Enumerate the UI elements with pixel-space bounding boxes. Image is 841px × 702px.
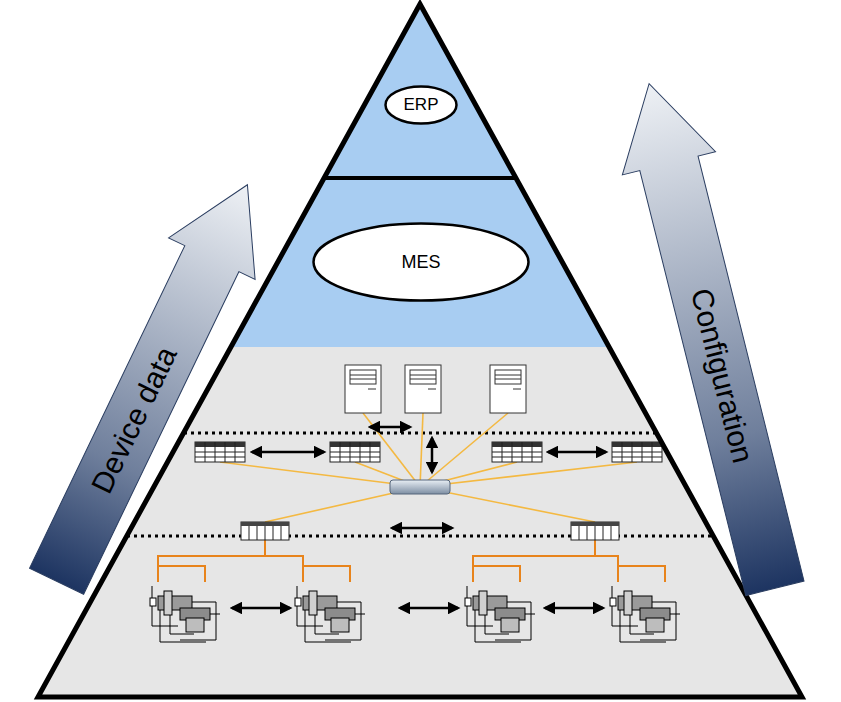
plc-icon — [241, 522, 289, 540]
server-icon — [405, 365, 441, 413]
network-links — [220, 413, 637, 522]
network-switch — [390, 480, 450, 494]
machine-icon — [610, 586, 680, 642]
field-wiring — [158, 540, 665, 582]
mes-ellipse: MES — [312, 222, 530, 302]
machine-icon — [465, 586, 535, 642]
exchange-arrows-part — [392, 527, 452, 530]
table-icon — [330, 442, 380, 462]
arrow-label: Configuration — [684, 285, 761, 466]
exchange-arrows-part — [545, 607, 603, 610]
network-links-part — [420, 462, 637, 487]
text-holder: ERP — [384, 85, 458, 125]
erp-band — [324, 4, 516, 178]
field-wiring-part — [158, 566, 205, 582]
text-holder: MES — [312, 222, 530, 302]
erp-ellipse: ERP — [384, 85, 458, 125]
network-links-part — [420, 413, 423, 487]
system-label: MES — [401, 252, 440, 273]
server-icon — [345, 365, 381, 413]
level-divider — [184, 432, 656, 435]
exchange-arrows — [232, 427, 606, 608]
exchange-arrows-part — [232, 607, 290, 610]
arrow-outline — [13, 164, 290, 602]
field-wiring-part — [303, 566, 350, 582]
exchange-arrows-part — [431, 438, 434, 472]
ellipse-outline — [386, 87, 457, 124]
machine-icon — [150, 586, 220, 642]
ellipse-outline — [314, 224, 529, 301]
machine-icon — [295, 586, 365, 642]
field-wiring-part — [618, 566, 665, 582]
table-icon — [492, 442, 542, 462]
mes-band — [231, 178, 609, 347]
band-divider — [324, 176, 516, 180]
system-label: ERP — [404, 95, 439, 115]
table-icon — [612, 442, 662, 462]
server-icon — [490, 365, 526, 413]
field-wiring-part — [595, 556, 618, 582]
table-icon — [195, 442, 245, 462]
plc-icon — [571, 522, 619, 540]
field-wiring-part — [473, 540, 595, 582]
exchange-arrows-part — [370, 426, 410, 429]
field-wiring-part — [158, 540, 265, 582]
field-wiring-part — [265, 556, 303, 582]
field-wiring-part — [473, 566, 520, 582]
arrow-outline — [603, 72, 822, 600]
exchange-arrows-part — [252, 451, 324, 454]
exchange-arrows-part — [400, 607, 458, 610]
exchange-arrows-part — [548, 451, 606, 454]
level-divider — [127, 535, 713, 538]
